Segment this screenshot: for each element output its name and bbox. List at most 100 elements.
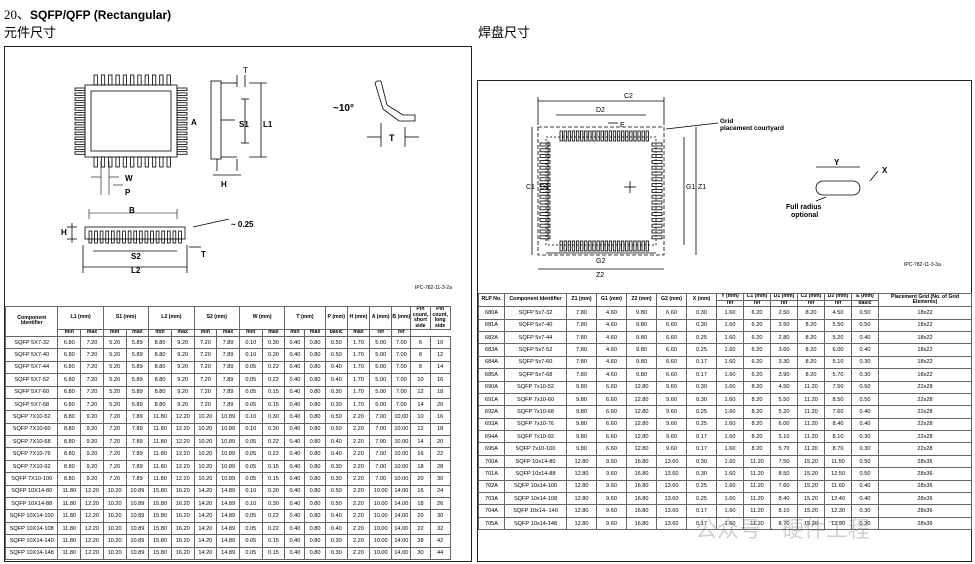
- table-cell: 0.05: [238, 373, 263, 387]
- table-cell: 12.40: [824, 492, 852, 506]
- table-cell: 12.20: [170, 410, 195, 424]
- table-cell: 7.20: [80, 373, 104, 387]
- table-cell: SQFP 7x10-68: [504, 405, 567, 419]
- package-lead: [74, 97, 86, 101]
- package-lead: [88, 230, 93, 244]
- land-pad: [651, 235, 663, 240]
- table-cell: 12.80: [566, 479, 597, 494]
- land-pad: [616, 130, 621, 142]
- table-cell: 0.05: [238, 360, 263, 375]
- table-cell: 4.60: [596, 306, 627, 320]
- subcolumn-header: basic: [324, 329, 348, 337]
- land-pad: [633, 240, 637, 252]
- table-cell: 15.80: [148, 534, 172, 548]
- table-cell: 0.30: [261, 497, 286, 511]
- table-cell: 9.60: [656, 430, 687, 444]
- dim-label-Z2: Z2: [596, 272, 604, 279]
- table-cell: 0.25: [686, 405, 717, 419]
- table-cell: 11.20: [797, 392, 825, 407]
- table-cell: 5.50: [824, 318, 852, 332]
- table-cell: 0.80: [304, 484, 326, 499]
- table-cell: 1.60: [716, 330, 744, 345]
- ipc-figure-ref-right: IPC-782-11-3-3a: [904, 262, 941, 268]
- table-cell: 0.25: [686, 492, 717, 506]
- land-pattern-outline: [531, 97, 879, 270]
- table-cell: 16.20: [170, 484, 195, 499]
- table-cell: 7.80: [566, 343, 597, 357]
- subcolumn-header: max: [304, 329, 326, 337]
- table-cell: 703A: [478, 492, 505, 506]
- dim-label-Y: Y: [834, 158, 840, 167]
- table-cell: 14: [429, 360, 451, 375]
- package-lead: [166, 74, 171, 86]
- table-cell: 0.25: [686, 479, 717, 494]
- table-cell: 11.80: [57, 534, 82, 548]
- package-lead: [74, 107, 86, 111]
- table-cell: 5.00: [369, 360, 393, 375]
- table-cell: 6.00: [770, 417, 798, 432]
- table-cell: 9.60: [656, 442, 687, 456]
- package-lead: [74, 146, 86, 150]
- table-cell: 7.89: [216, 335, 240, 350]
- table-cell: 0.30: [261, 410, 286, 424]
- land-pad: [637, 240, 641, 252]
- land-pad: [576, 130, 580, 142]
- table-cell: 9.60: [596, 467, 627, 481]
- subcolumn-header: ref: [716, 299, 744, 308]
- table-cell: 6.60: [596, 442, 627, 456]
- land-pad: [539, 235, 551, 240]
- table-cell: 8.20: [743, 430, 771, 444]
- table-cell: 681A: [478, 318, 505, 332]
- table-cell: 0.40: [324, 435, 348, 449]
- dim-label-G1: G1: [686, 184, 695, 191]
- table-cell: 10.00: [391, 410, 412, 424]
- table-cell: 680A: [478, 306, 505, 320]
- table-cell: SQFP 7X10-60: [4, 422, 59, 437]
- table-cell: SQFP 7X10-76: [4, 447, 59, 461]
- table-cell: 2.20: [346, 422, 371, 437]
- table-cell: 8: [410, 348, 431, 362]
- table-cell: 700A: [478, 454, 505, 469]
- table-cell: 5.89: [125, 335, 150, 350]
- table-cell: 0.17: [686, 442, 717, 456]
- table-cell: 0.30: [851, 442, 879, 456]
- table-cell: 0.40: [284, 397, 306, 412]
- package-lead: [108, 74, 113, 86]
- subcolumn-header: max: [170, 329, 195, 337]
- table-cell: 11.80: [148, 410, 172, 424]
- table-cell: 10.20: [193, 447, 218, 461]
- table-cell: 22: [410, 521, 431, 536]
- land-pad: [592, 130, 596, 142]
- table-cell: 0.40: [284, 410, 306, 424]
- table-cell: 5.00: [369, 385, 393, 399]
- table-cell: 10.20: [102, 546, 127, 561]
- table-cell: 9.20: [80, 435, 104, 449]
- table-cell: SQFP 7x10-52: [504, 380, 567, 394]
- land-pad: [625, 240, 629, 252]
- table-cell: 32: [429, 521, 451, 536]
- table-cell: 13.60: [656, 516, 687, 531]
- column-header: A (mm): [369, 305, 393, 331]
- table-cell: 7.20: [193, 335, 218, 350]
- table-cell: 20: [410, 509, 431, 523]
- table-cell: 7.00: [391, 385, 412, 399]
- table-cell: 9.20: [170, 360, 195, 375]
- package-lead: [161, 230, 166, 244]
- table-cell: 0.17: [686, 368, 717, 382]
- table-cell: 5.20: [102, 397, 127, 412]
- dim-label-D2: D2: [596, 107, 605, 114]
- column-header: W (mm): [238, 305, 286, 331]
- table-cell: 15.80: [148, 484, 172, 499]
- table-cell: 22x28: [878, 380, 972, 394]
- land-pad: [651, 154, 663, 158]
- column-header: S2 (mm): [193, 305, 240, 331]
- table-cell: 16: [429, 373, 451, 387]
- land-pad: [580, 130, 584, 142]
- table-cell: 0.80: [304, 348, 326, 362]
- table-cell: 6.00: [824, 343, 852, 357]
- table-cell: 16.20: [170, 546, 195, 561]
- subcolumn-header: max: [216, 329, 240, 337]
- dim-label-T-top: T: [243, 66, 248, 75]
